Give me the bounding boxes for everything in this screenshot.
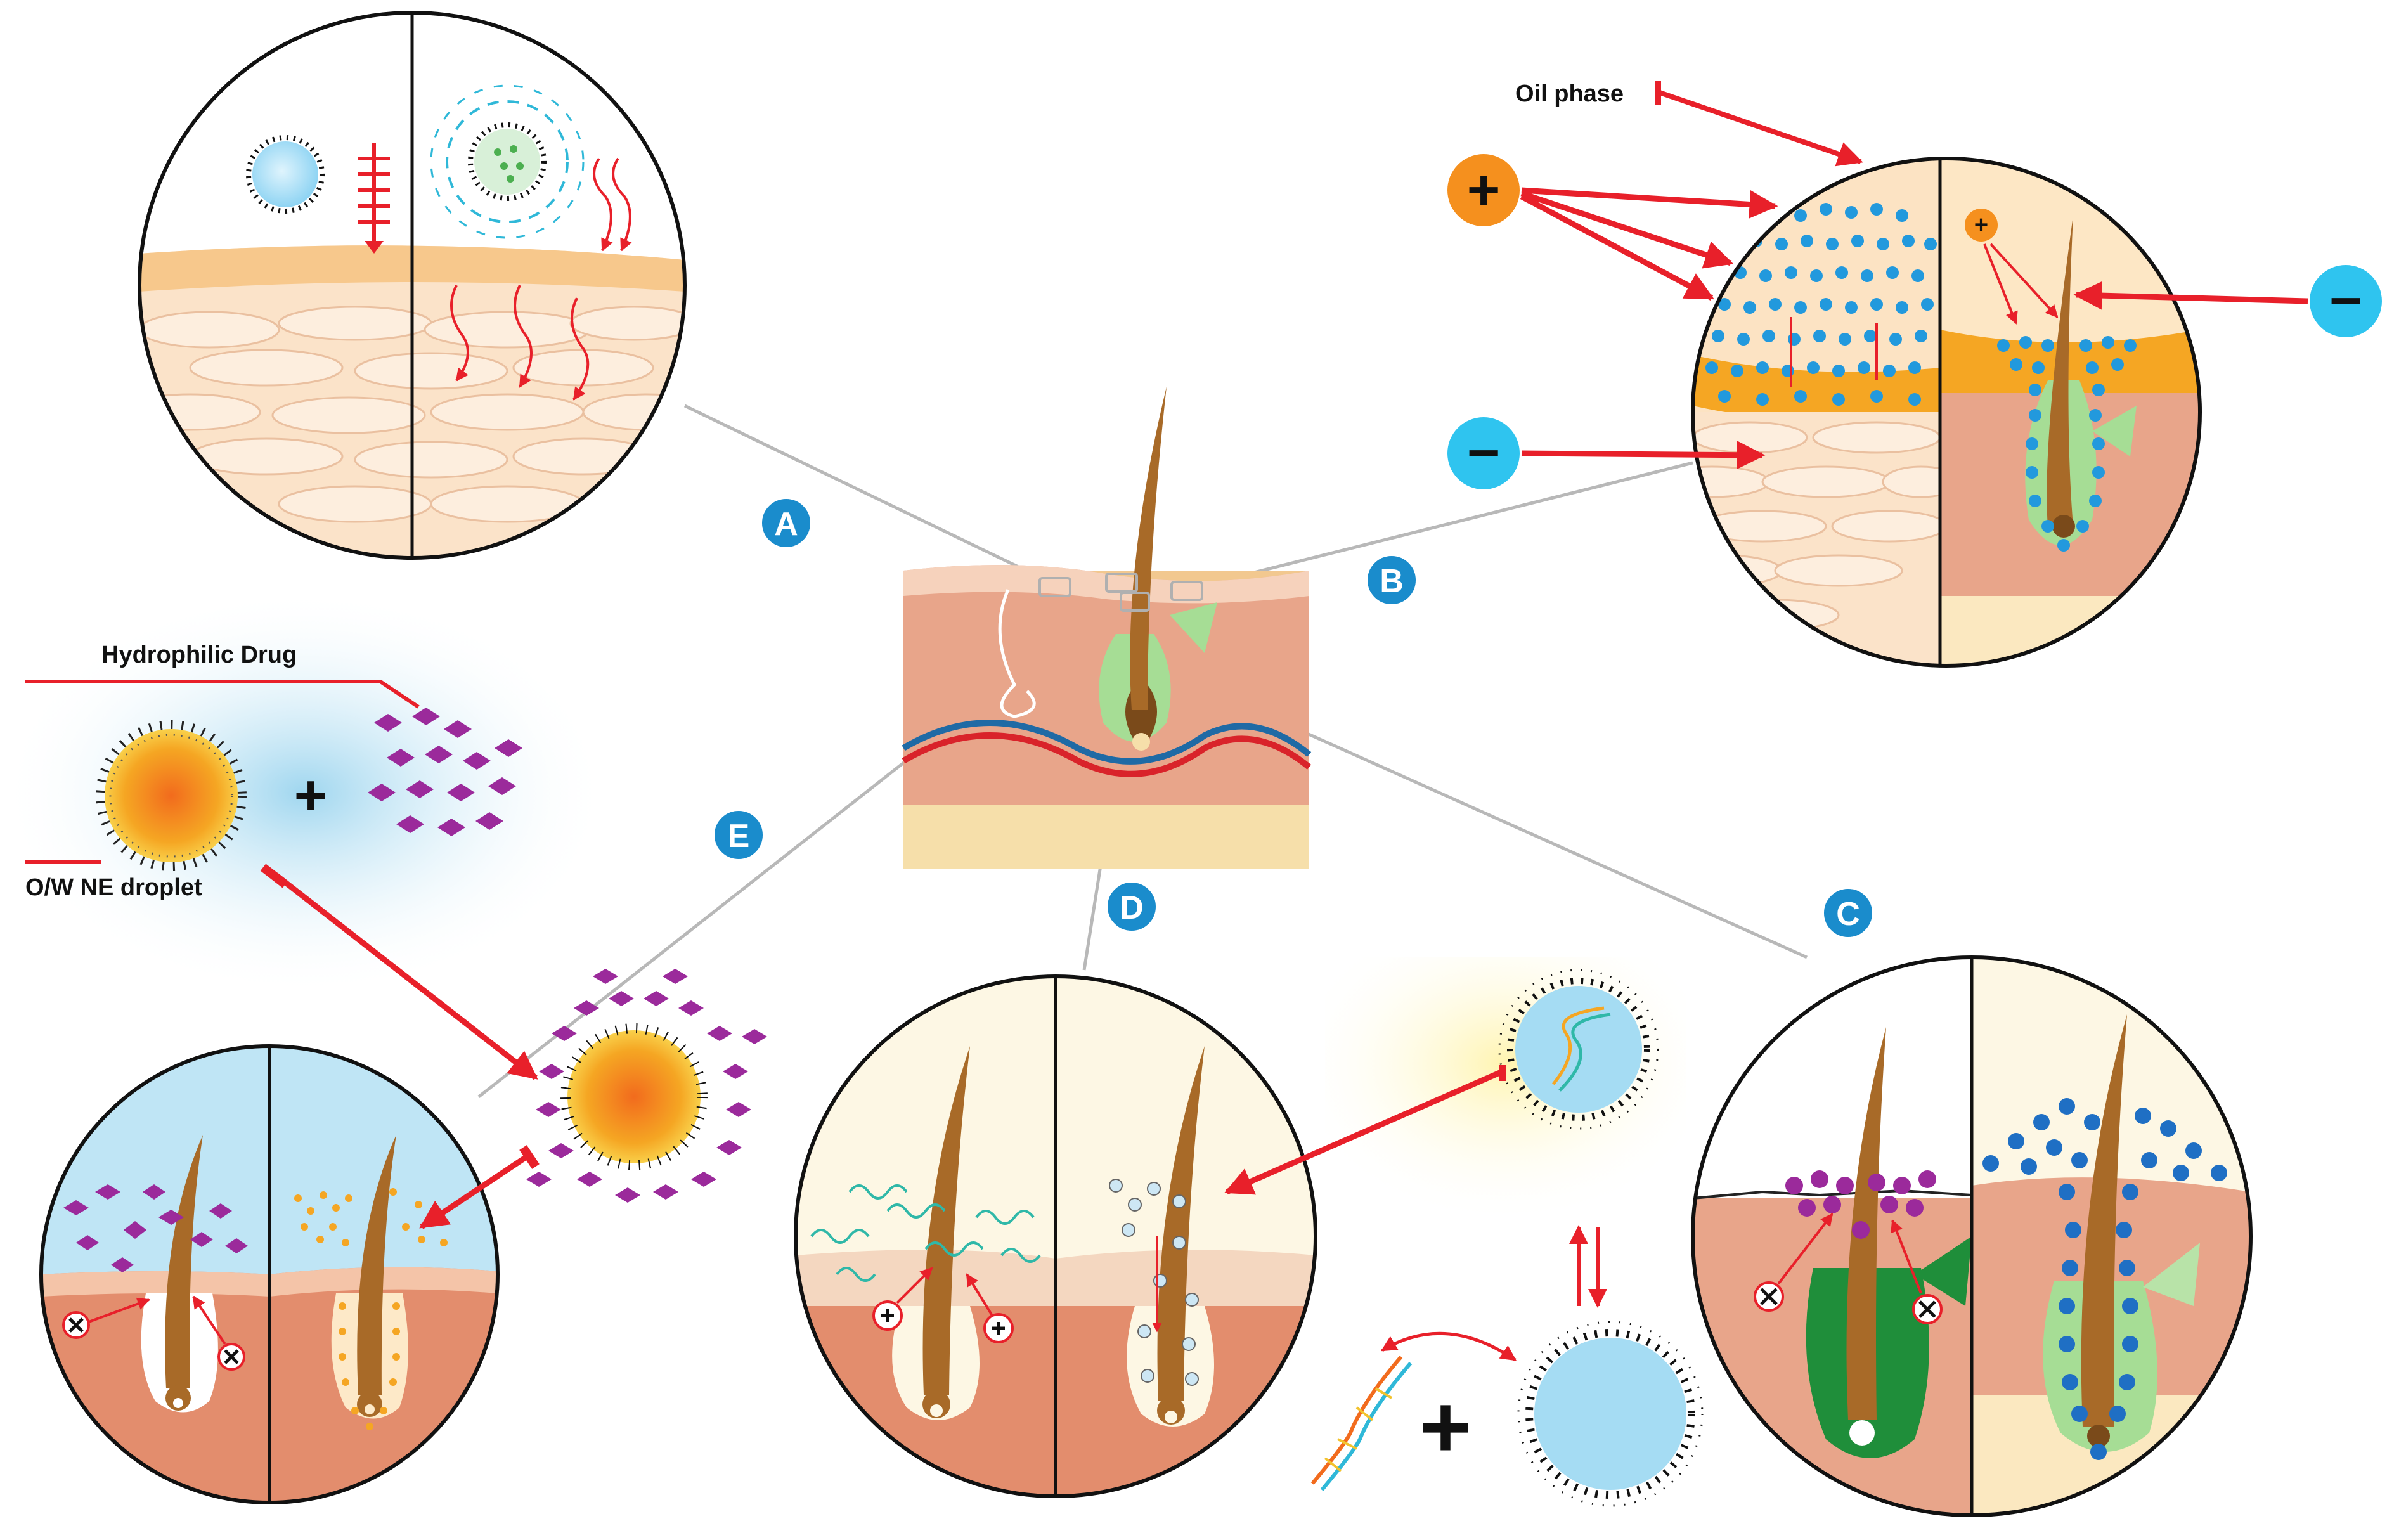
minus-sign-icon: −: [2329, 269, 2363, 333]
dna-helix-icon: [1310, 1356, 1413, 1491]
blocked-x-icon: [192, 1295, 245, 1371]
badge-letter-d: D: [1120, 890, 1144, 926]
panel-badge-b: B: [1365, 553, 1418, 607]
blocked-x-icon: [966, 1273, 1014, 1343]
plus-sign-icon: +: [1420, 1377, 1471, 1477]
panel-e-circle: [39, 1044, 500, 1504]
badge-letter-b: B: [1380, 563, 1404, 600]
small-positive-charge-icon: +: [1965, 209, 1998, 242]
cationic-charge-badge: +: [1447, 154, 1778, 301]
central-skin-section: [902, 387, 1312, 869]
drug-crystal-cluster: [368, 708, 522, 836]
nanodroplet-with-cargo-icon: [430, 84, 585, 239]
plus-sign-icon: +: [1467, 159, 1501, 222]
cationic-droplet-dna-complex: [1224, 957, 1686, 1224]
dna-plus-droplet: +: [1310, 1321, 1704, 1507]
oil-phase-label: Oil phase: [1515, 81, 1624, 107]
dna-helix-icon: [1552, 1006, 1611, 1092]
free-dna-strands: [810, 1184, 1041, 1282]
panel-badge-d: D: [1105, 880, 1158, 933]
blocked-x-icon: [872, 1267, 933, 1331]
blocked-x-icon: [1891, 1219, 1943, 1324]
oil-phase-callout: Oil phase: [1515, 81, 1863, 167]
blocked-x-icon: [1754, 1213, 1834, 1312]
panel-badge-c: C: [1821, 886, 1875, 940]
positive-nanoparticle-cluster-follicle: [1997, 336, 2137, 552]
panel-b-circle: +: [1691, 157, 2202, 668]
drug-loaded-droplet: [419, 969, 767, 1229]
hydrophilic-drug-label: Hydrophilic Drug: [101, 642, 297, 668]
panel-d-circle: [794, 974, 1317, 1498]
blocked-x-icon: [62, 1297, 150, 1339]
badge-letter-c: C: [1836, 896, 1860, 933]
reversible-arrows: [1569, 1225, 1607, 1308]
panel-c-circle: [1691, 955, 2253, 1517]
ow-ne-droplet-icon: [96, 720, 247, 871]
badge-letter-a: A: [774, 506, 798, 543]
panel-badge-a: A: [760, 496, 813, 550]
anionic-charge-badge-left: −: [1447, 417, 1766, 489]
ow-ne-droplet-label: O/W NE droplet: [25, 874, 202, 901]
nanodroplet-icon: [246, 135, 325, 214]
small-plus-sign: +: [1974, 212, 1988, 238]
hydrophilic-drug-illustration: Hydrophilic Drug + O/W NE droplet: [0, 590, 609, 1080]
anionic-charge-badge-right: −: [2073, 265, 2382, 337]
badge-letter-e: E: [728, 818, 750, 855]
panel-a-circle: [138, 11, 687, 560]
minus-sign-icon: −: [1467, 422, 1501, 485]
plus-sign-icon: +: [294, 764, 328, 827]
panel-badge-e: E: [712, 808, 765, 862]
